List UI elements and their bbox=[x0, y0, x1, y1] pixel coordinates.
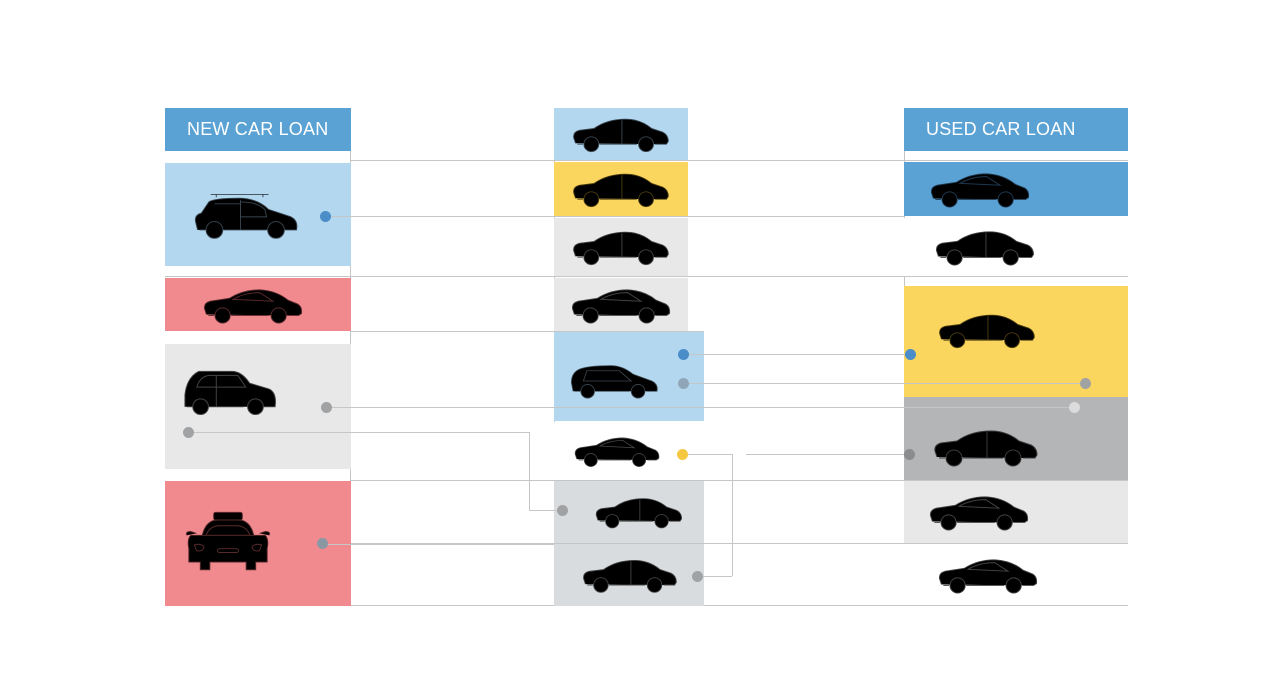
middle-cell-3[interactable] bbox=[554, 218, 688, 276]
right-cell-5[interactable] bbox=[904, 481, 1128, 543]
used-car-loan-label: USED CAR LOAN bbox=[926, 119, 1076, 139]
coupe-car-icon bbox=[932, 556, 1044, 594]
connector-dot[interactable] bbox=[677, 449, 688, 460]
connector-dot[interactable] bbox=[692, 571, 703, 582]
grid-line bbox=[350, 480, 1128, 481]
connector-dot[interactable] bbox=[1080, 378, 1091, 389]
sedan-car-icon bbox=[930, 427, 1042, 467]
taxi-front-car-icon bbox=[185, 510, 271, 574]
connector-dot[interactable] bbox=[678, 349, 689, 360]
connector-line bbox=[189, 432, 529, 433]
right-cell-1[interactable] bbox=[904, 162, 1128, 216]
connector-line bbox=[684, 354, 910, 355]
compact-car-icon bbox=[572, 434, 662, 468]
connector-dot[interactable] bbox=[557, 505, 568, 516]
minivan-car-icon bbox=[181, 367, 279, 417]
connector-line bbox=[732, 454, 733, 576]
connector-line bbox=[683, 454, 732, 455]
connector-dot[interactable] bbox=[183, 427, 194, 438]
connector-line bbox=[684, 383, 1086, 384]
left-cell-sedan[interactable] bbox=[165, 278, 351, 331]
new-car-loan-label: NEW CAR LOAN bbox=[187, 119, 329, 139]
middle-cell-7[interactable] bbox=[554, 481, 704, 543]
connector-dot[interactable] bbox=[678, 378, 689, 389]
sedan-car-icon bbox=[580, 556, 680, 594]
connector-dot[interactable] bbox=[320, 211, 331, 222]
grid-line bbox=[350, 160, 1128, 161]
used-car-loan-header: USED CAR LOAN bbox=[904, 108, 1128, 151]
left-cell-minivan[interactable] bbox=[165, 344, 351, 469]
right-cell-4[interactable] bbox=[904, 397, 1128, 480]
sedan-car-icon bbox=[930, 228, 1040, 266]
middle-cell-1[interactable] bbox=[554, 108, 688, 160]
right-cell-6[interactable] bbox=[904, 544, 1128, 605]
grid-line bbox=[165, 276, 1128, 277]
middle-cell-8[interactable] bbox=[554, 544, 704, 606]
hatchback-car-icon bbox=[568, 361, 662, 401]
sedan-car-icon bbox=[570, 115, 672, 153]
connector-dot bbox=[1069, 402, 1080, 413]
new-car-loan-header: NEW CAR LOAN bbox=[165, 108, 351, 151]
coupe-car-icon bbox=[570, 228, 672, 266]
connector-dot[interactable] bbox=[317, 538, 328, 549]
connector-line bbox=[698, 576, 732, 577]
connector-dot[interactable] bbox=[321, 402, 332, 413]
sedan-car-icon bbox=[936, 311, 1038, 349]
hatchback-roofrack-car-icon bbox=[192, 190, 304, 240]
connector-line bbox=[746, 454, 910, 455]
right-cell-3[interactable] bbox=[904, 286, 1128, 397]
grid-line bbox=[350, 543, 1128, 544]
coupe-car-icon bbox=[567, 286, 675, 324]
connector-dot[interactable] bbox=[904, 449, 915, 460]
coupe-car-icon bbox=[924, 493, 1034, 531]
middle-cell-4[interactable] bbox=[554, 278, 688, 331]
sedan-car-icon bbox=[570, 170, 672, 208]
connector-line bbox=[326, 216, 904, 217]
connector-line bbox=[327, 407, 1074, 408]
connector-dot[interactable] bbox=[905, 349, 916, 360]
sedan-car-icon bbox=[593, 493, 685, 531]
grid-line bbox=[350, 331, 704, 332]
sport-sedan-car-icon bbox=[926, 170, 1034, 208]
sedan-car-icon bbox=[198, 286, 308, 324]
right-cell-2[interactable] bbox=[904, 218, 1128, 276]
middle-cell-2[interactable] bbox=[554, 162, 688, 216]
connector-line bbox=[323, 544, 554, 545]
middle-cell-5[interactable] bbox=[554, 332, 704, 421]
connector-line bbox=[529, 432, 530, 510]
connector-line bbox=[529, 510, 563, 511]
